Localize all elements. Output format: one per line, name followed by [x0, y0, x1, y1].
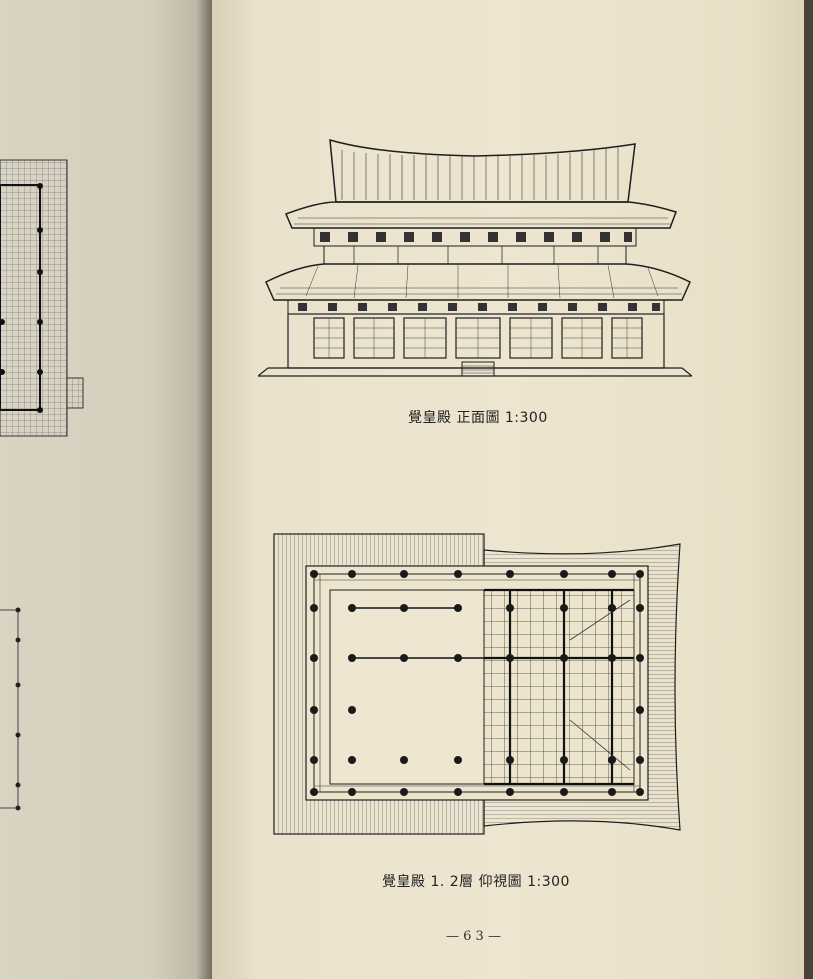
front-elevation-drawing: [258, 138, 692, 377]
left-page: [0, 0, 214, 979]
page-edge: [804, 0, 813, 979]
left-floor-plan-fragment: [0, 159, 84, 811]
figure2-caption: 覺皇殿 1. 2層 仰視圖 1:300: [382, 874, 570, 890]
figure1-caption: 覺皇殿 正面圖 1:300: [408, 410, 548, 426]
upward-view-plan-drawing: [273, 533, 681, 835]
page-number: — 6 3 —: [446, 929, 501, 944]
